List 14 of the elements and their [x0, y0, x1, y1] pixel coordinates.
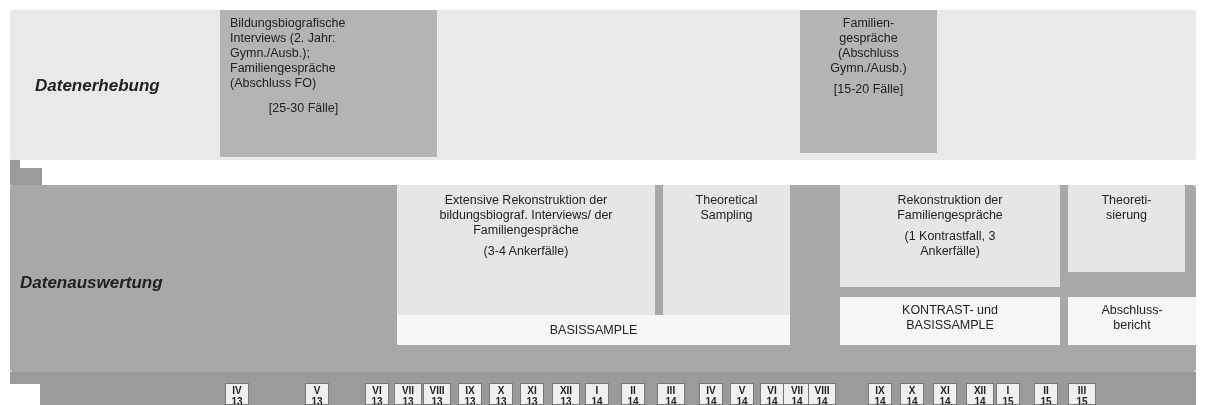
- data-collection-band: [10, 10, 1196, 160]
- task-box: Bildungsbiografische Interviews (2. Jahr: Gymn./Ausb.); Familiengespräche (Abschluss FO) [25-30 Fälle]: [220, 10, 437, 157]
- task-box: Theoreti- sierung: [1068, 185, 1185, 272]
- band-title: Datenerhebung: [35, 78, 160, 93]
- data-analysis-band: [10, 185, 1196, 372]
- band-title: Datenauswertung: [20, 275, 163, 290]
- task-box: Extensive Rekonstruktion der bildungsbiograf. Interviews/ der Familiengespräche (3-4 Ankerfälle): [397, 185, 655, 315]
- sample-box: BASISSAMPLE: [397, 315, 790, 345]
- task-box: Familien- gespräche (Abschluss Gymn./Ausb.) [15-20 Fälle]: [800, 10, 937, 153]
- task-box: Rekonstruktion der Familiengespräche (1 Kontrastfall, 3 Ankerfälle): [840, 185, 1060, 287]
- sample-box: KONTRAST- und BASISSAMPLE: [840, 297, 1060, 345]
- task-box: Theoretical Sampling: [663, 185, 790, 315]
- sample-box: Abschluss- bericht: [1068, 297, 1196, 345]
- timeline-bar: [40, 372, 1196, 405]
